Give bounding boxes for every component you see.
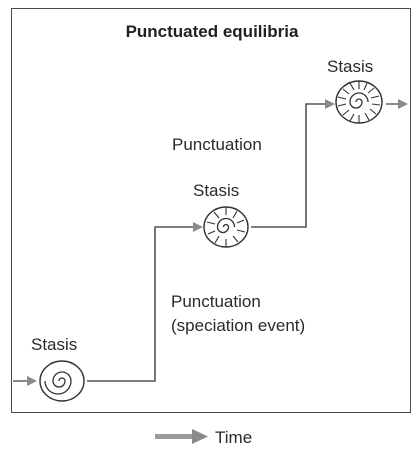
time-label: Time [215,428,252,447]
time-arrow-icon [155,429,208,444]
stasis-label-3: Stasis [327,57,373,76]
ammonite-shell-icon [39,360,85,402]
stasis-label-1: Stasis [31,335,77,354]
entry-arrow-icon [13,376,37,386]
speciation-event-label: (speciation event) [171,316,305,335]
arrow-to-stasis-3-icon [325,99,335,109]
lineage-path [87,103,326,382]
diagram-title: Punctuated equilibria [126,22,299,41]
exit-arrow-icon [386,99,408,109]
ammonite-shell-icon [203,206,249,248]
arrow-to-stasis-2-icon [193,222,203,232]
punctuation-label-lower: Punctuation [171,292,261,311]
diagram-frame [11,8,411,413]
stasis-label-2: Stasis [193,181,239,200]
punctuation-label-upper: Punctuation [172,135,262,154]
ammonite-shell-icon [335,80,383,124]
